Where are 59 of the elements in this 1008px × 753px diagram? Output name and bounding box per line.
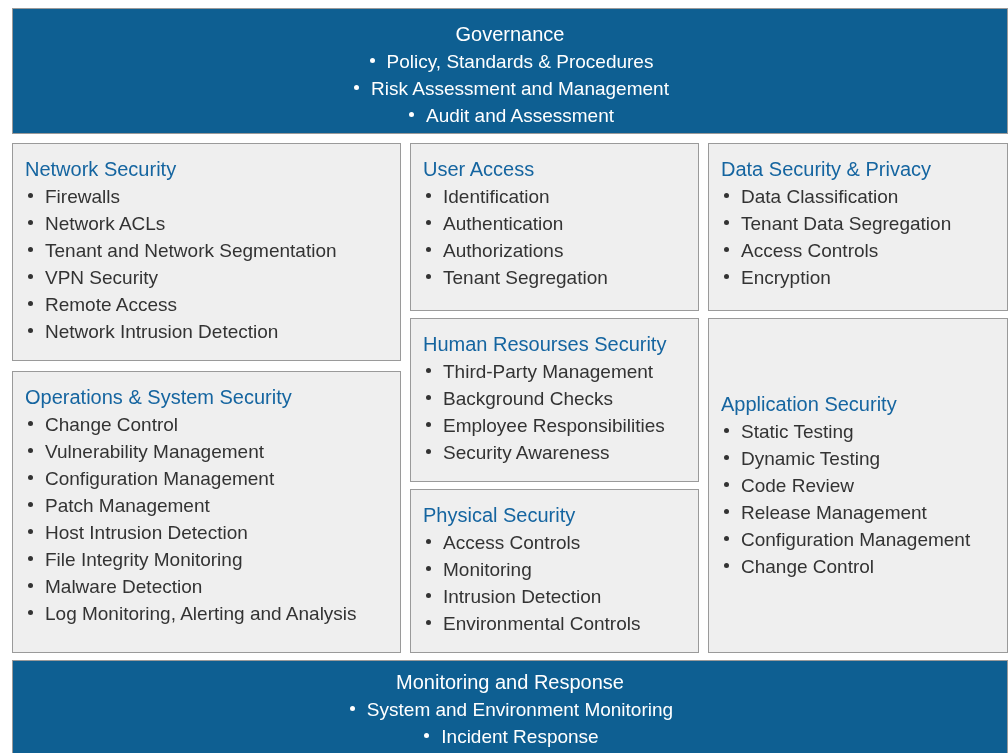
bullet-item: Authentication bbox=[423, 210, 564, 237]
bullet-item: Data Classification bbox=[721, 183, 899, 210]
section-panel bbox=[410, 143, 699, 311]
bullet-item: Host Intrusion Detection bbox=[25, 519, 248, 546]
section-panel bbox=[708, 318, 1008, 653]
bullet-item: Network Intrusion Detection bbox=[25, 318, 279, 345]
bullet-item: Policy, Standards & Procedures bbox=[366, 48, 654, 75]
bullet-item: Incident Response bbox=[421, 723, 599, 750]
bullet-item: Static Testing bbox=[721, 418, 854, 445]
section-panel bbox=[410, 489, 699, 653]
bullet-item: Risk Assessment and Management bbox=[351, 75, 669, 102]
bullet-item: Configuration Management bbox=[25, 465, 275, 492]
bullet-item: Access Controls bbox=[721, 237, 879, 264]
bullet-item: Vulnerability Management bbox=[25, 438, 264, 465]
bullet-item: File Integrity Monitoring bbox=[25, 546, 243, 573]
section-panel bbox=[12, 143, 401, 361]
section-panel bbox=[708, 143, 1008, 311]
bullet-item: Dynamic Testing bbox=[721, 445, 881, 472]
bullet-item: Authorizations bbox=[423, 237, 564, 264]
bullet-item: VPN Security bbox=[25, 264, 158, 291]
section-heading: Data Security & Privacy bbox=[721, 157, 932, 182]
bullet-item: Access Controls bbox=[423, 529, 581, 556]
bullet-item: Tenant Data Segregation bbox=[721, 210, 952, 237]
bullet-item: Code Review bbox=[721, 472, 854, 499]
section-heading: Operations & System Security bbox=[25, 385, 292, 410]
section-heading: Network Security bbox=[25, 157, 177, 182]
bullet-item: Intrusion Detection bbox=[423, 583, 602, 610]
bullet-item: Malware Detection bbox=[25, 573, 203, 600]
section-heading: User Access bbox=[423, 157, 535, 182]
section-heading: Monitoring and Response bbox=[396, 670, 624, 695]
bullet-item: Employee Responsibilities bbox=[423, 412, 665, 439]
bullet-item: Security Awareness bbox=[423, 439, 610, 466]
section-heading: Physical Security bbox=[423, 503, 576, 528]
bullet-item: Network ACLs bbox=[25, 210, 166, 237]
bullet-item: Log Monitoring, Alerting and Analysis bbox=[25, 600, 357, 627]
section-heading: Human Resourses Security bbox=[423, 332, 667, 357]
bullet-item: Environmental Controls bbox=[423, 610, 641, 637]
bullet-item: Patch Management bbox=[25, 492, 210, 519]
bullet-item: Third-Party Management bbox=[423, 358, 654, 385]
bullet-item: Tenant Segregation bbox=[423, 264, 608, 291]
section-panel bbox=[12, 371, 401, 653]
section-heading: Governance bbox=[455, 22, 565, 47]
bullet-item: Configuration Management bbox=[721, 526, 971, 553]
bullet-item: System and Environment Monitoring bbox=[346, 696, 674, 723]
bullet-item: Change Control bbox=[721, 553, 875, 580]
bullet-item: Tenant and Network Segmentation bbox=[25, 237, 337, 264]
bullet-item: Firewalls bbox=[25, 183, 120, 210]
section-heading: Application Security bbox=[721, 392, 897, 417]
header-band bbox=[12, 8, 1008, 134]
footer-band bbox=[12, 660, 1008, 753]
bullet-item: Identification bbox=[423, 183, 550, 210]
bullet-item: Encryption bbox=[721, 264, 831, 291]
bullet-item: Monitoring bbox=[423, 556, 532, 583]
section-panel bbox=[410, 318, 699, 482]
bullet-item: Remote Access bbox=[25, 291, 177, 318]
bullet-item: Background Checks bbox=[423, 385, 614, 412]
bullet-item: Release Management bbox=[721, 499, 927, 526]
bullet-item: Change Control bbox=[25, 411, 179, 438]
bullet-item: Audit and Assessment bbox=[406, 102, 614, 129]
